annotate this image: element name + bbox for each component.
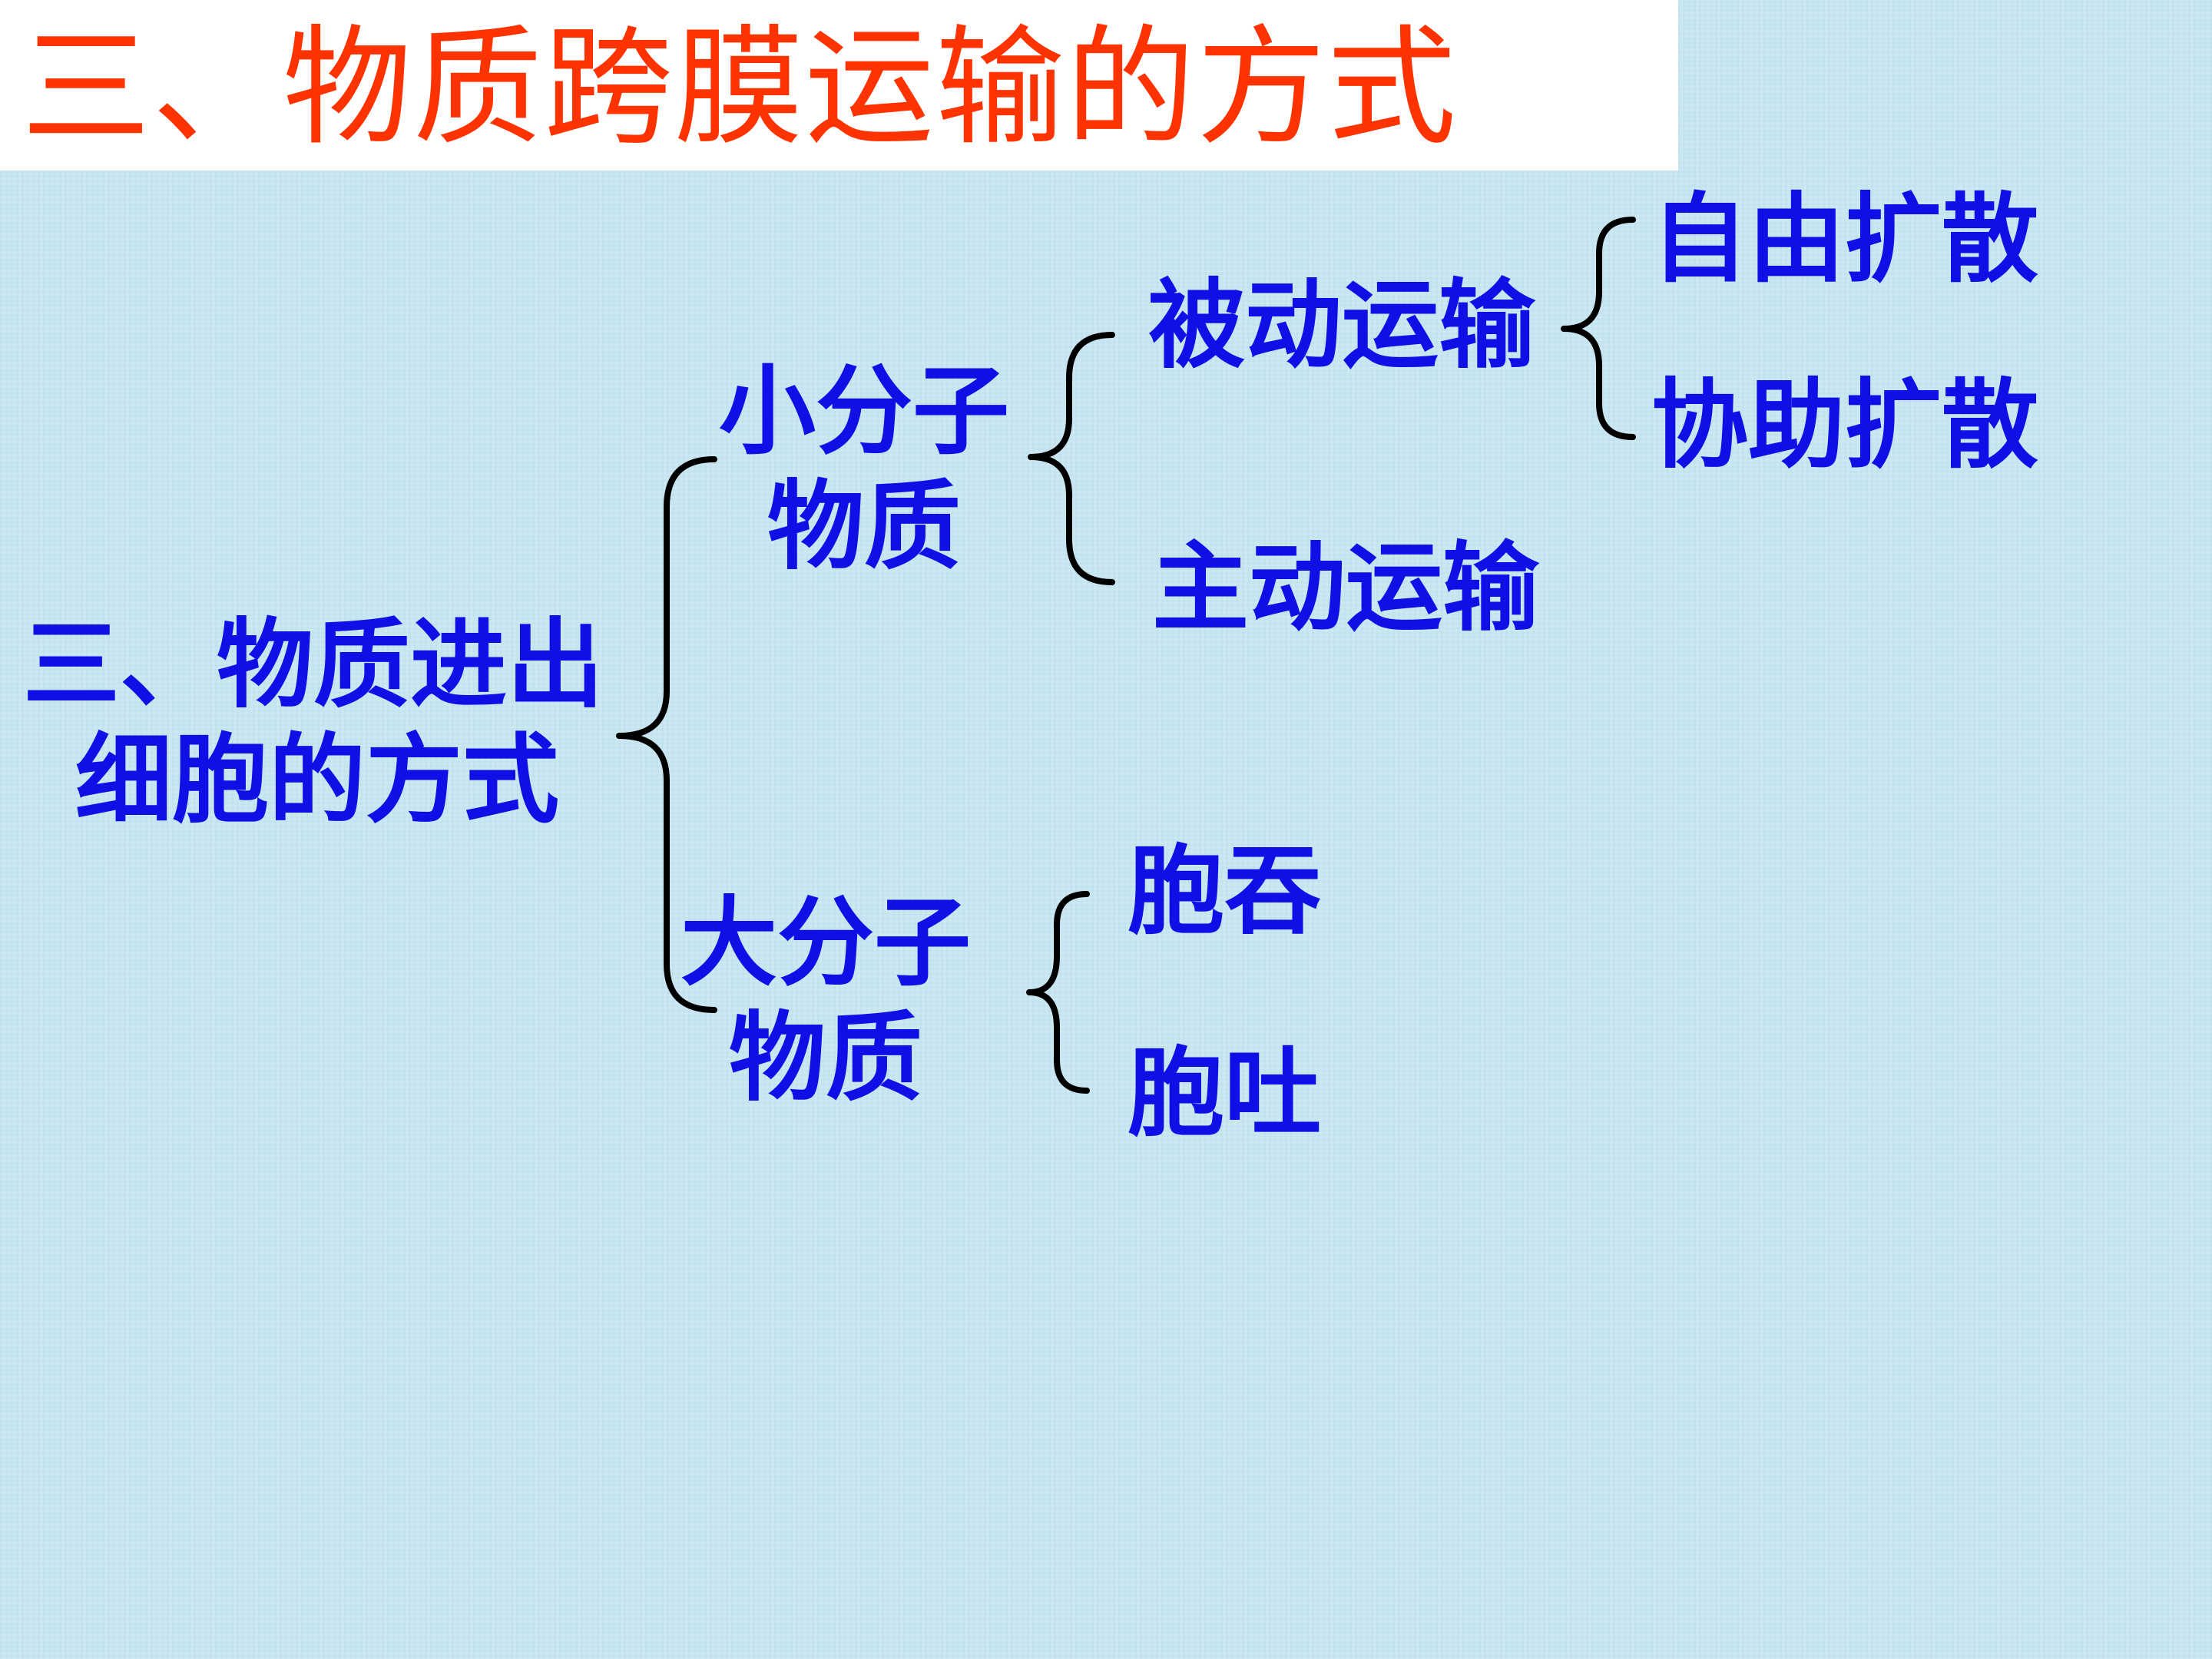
small-molecule-label: 小分子 物质 xyxy=(710,353,1018,584)
free-diffusion-label: 自由扩散 xyxy=(1651,182,2038,296)
large-molecule-line2: 物质 xyxy=(729,1001,922,1114)
passive-transport-label: 被动运输 xyxy=(1148,268,1535,382)
facilitated-diffusion-label: 协助扩散 xyxy=(1651,368,2038,482)
title-banner: 三、物质跨膜运输的方式 xyxy=(0,0,1678,171)
large-molecule-line1: 大分子 xyxy=(680,886,971,999)
brace-root xyxy=(616,456,717,1013)
large-molecule-label: 大分子 物质 xyxy=(672,885,979,1115)
brace-small-molecule xyxy=(1028,332,1115,585)
slide-title: 三、物质跨膜运输的方式 xyxy=(22,12,1458,163)
brace-large-molecule xyxy=(1026,891,1090,1094)
brace-passive-transport xyxy=(1561,217,1636,440)
root-label-line1: 三、物质进出 xyxy=(23,608,604,721)
root-label-line2: 细胞的方式 xyxy=(75,723,559,836)
root-label: 三、物质进出 细胞的方式 xyxy=(23,607,604,837)
endocytosis-label: 胞吞 xyxy=(1128,834,1321,948)
active-transport-label: 主动运输 xyxy=(1152,531,1539,644)
exocytosis-label: 胞吐 xyxy=(1128,1036,1321,1150)
small-molecule-line2: 物质 xyxy=(767,469,961,583)
small-molecule-line1: 小分子 xyxy=(719,354,1009,468)
